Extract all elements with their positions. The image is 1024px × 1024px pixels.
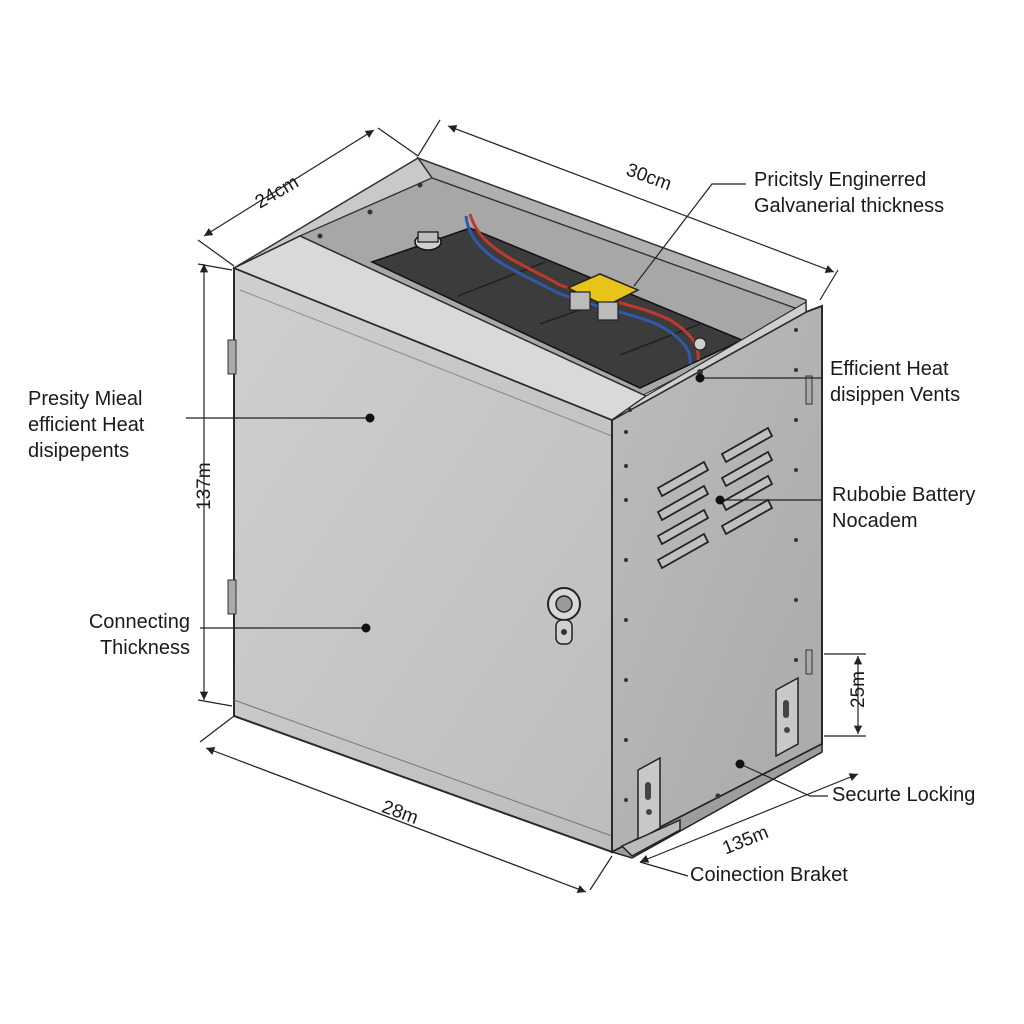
callout-leaders: [186, 183, 828, 877]
callout-bracket: Coinection Braket: [690, 864, 848, 886]
dim-width-bottom: 28m: [379, 797, 421, 829]
hinge: [227, 339, 237, 375]
callout-battery: Rubobie Battery Nocadem: [832, 484, 976, 532]
dimension-lines: [197, 119, 866, 893]
dim-depth-bottom: 135m: [720, 822, 772, 859]
hinge: [227, 579, 237, 615]
callout-vents: Efficient Heat disippen Vents: [830, 358, 961, 406]
callout-top-right: Pricitsly Enginerred Galvanerial thickne…: [754, 169, 945, 217]
terminal-block: [569, 291, 591, 311]
dim-width-top: 30cm: [623, 160, 674, 196]
callout-left-lower: Connecting Thickness: [88, 611, 190, 659]
dim-bracket-height: 25m: [848, 671, 869, 708]
lock-icon[interactable]: [547, 587, 581, 645]
callout-locking: Securte Locking: [832, 784, 976, 806]
terminal-block: [597, 301, 619, 321]
terminal-block: [566, 273, 640, 307]
heat-vents: [656, 426, 774, 570]
terminal-screw: [693, 337, 707, 351]
dim-depth-top: 24cm: [252, 172, 303, 213]
callout-dots: [361, 373, 745, 769]
battery-post: [417, 231, 439, 243]
side-panel: [611, 300, 823, 854]
callout-left-upper: Presity Mieal efficient Heat disipepents: [28, 388, 145, 462]
dim-height-left: 137m: [194, 462, 215, 510]
battery-cell-line: [619, 323, 701, 356]
